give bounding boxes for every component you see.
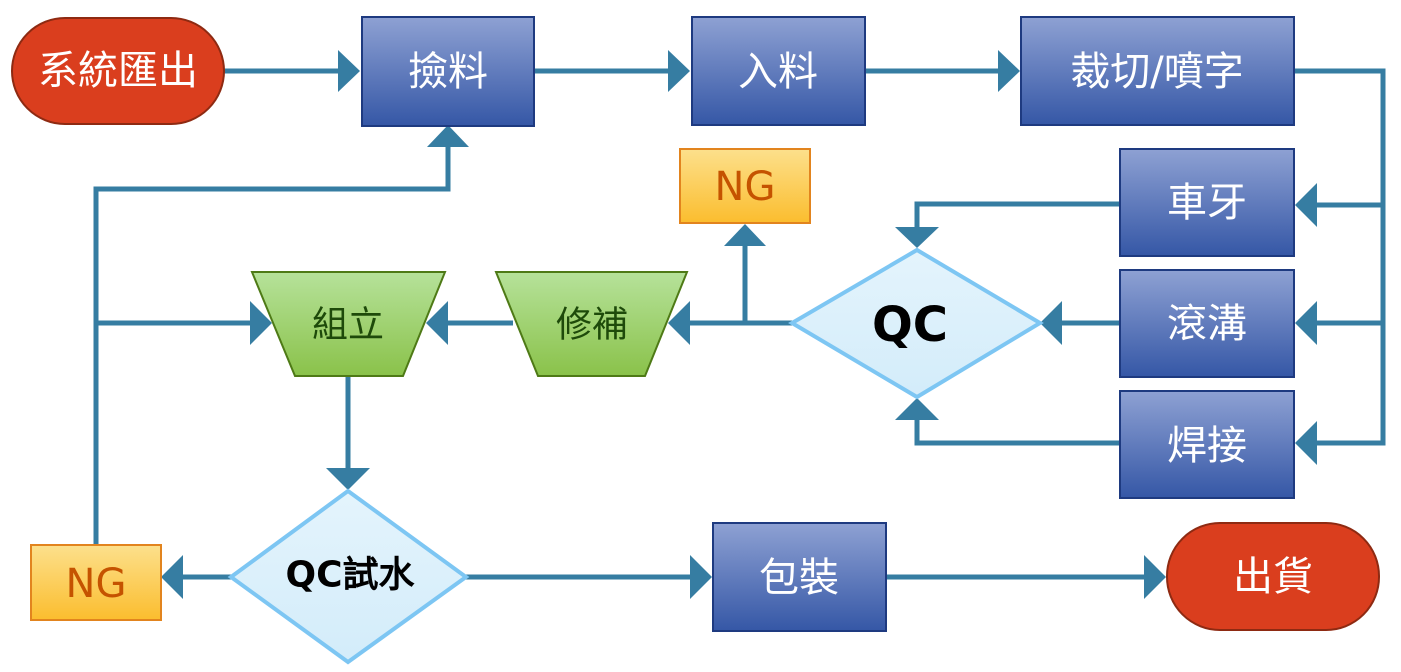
arrowhead-left-icon [1295, 301, 1317, 345]
node-label: 包裝 [759, 555, 839, 601]
node-label: 滾溝 [1167, 301, 1247, 347]
node-label: 修補 [556, 305, 628, 346]
node-threading[interactable]: 車牙 [1119, 148, 1295, 257]
node-qc-water[interactable]: QC試水 [227, 488, 470, 665]
node-label: NG [66, 561, 127, 607]
node-qc[interactable]: QC [788, 247, 1044, 400]
node-label: 車牙 [1167, 180, 1247, 226]
node-packing[interactable]: 包裝 [712, 522, 887, 632]
node-picking[interactable]: 撿料 [361, 16, 535, 127]
arrowhead-right-icon [250, 301, 272, 345]
arrowhead-left-icon [426, 301, 448, 345]
node-label: 出貨 [1233, 554, 1313, 600]
arrowhead-down-icon [326, 468, 370, 490]
node-repair[interactable]: 修補 [494, 271, 689, 377]
arrowhead-left-icon [1040, 301, 1062, 345]
connector-cutprint-branch [1295, 68, 1386, 446]
arrowhead-right-icon [668, 50, 690, 92]
node-ng-top[interactable]: NG [679, 148, 811, 224]
arrowhead-up-icon [427, 125, 469, 147]
node-label: 入料 [738, 49, 818, 95]
node-assembly[interactable]: 組立 [250, 271, 447, 377]
node-label: 撿料 [408, 49, 488, 95]
arrowhead-right-icon [338, 50, 360, 92]
arrowhead-left-icon [161, 555, 183, 599]
node-intake[interactable]: 入料 [691, 16, 866, 126]
node-welding[interactable]: 焊接 [1119, 390, 1295, 499]
node-label: 焊接 [1167, 423, 1247, 469]
node-ng-bottom[interactable]: NG [30, 544, 162, 621]
node-shipping[interactable]: 出貨 [1166, 522, 1380, 631]
arrowhead-up-icon [895, 398, 939, 420]
arrowhead-right-icon [690, 555, 712, 599]
arrowhead-down-icon [895, 227, 939, 248]
connector-threading-qc [914, 201, 1120, 232]
node-label: 裁切/噴字 [1070, 49, 1243, 95]
node-grooving[interactable]: 滾溝 [1119, 269, 1295, 378]
node-label: NG [715, 164, 776, 210]
node-label: 系統匯出 [38, 48, 198, 94]
node-label: QC試水 [285, 555, 415, 596]
arrowhead-up-icon [724, 224, 766, 246]
node-export[interactable]: 系統匯出 [11, 17, 225, 125]
arrowhead-left-icon [1295, 421, 1317, 465]
arrowhead-left-icon [1295, 183, 1317, 227]
arrowhead-right-icon [1144, 555, 1166, 599]
node-label: 組立 [312, 305, 384, 346]
node-label: QC [872, 297, 948, 353]
arrowhead-left-icon [668, 301, 690, 345]
connector-welding-qc [914, 418, 1120, 446]
arrowhead-right-icon [998, 50, 1020, 92]
connector-ng-loop [93, 145, 451, 545]
node-cut-print[interactable]: 裁切/噴字 [1020, 16, 1295, 126]
